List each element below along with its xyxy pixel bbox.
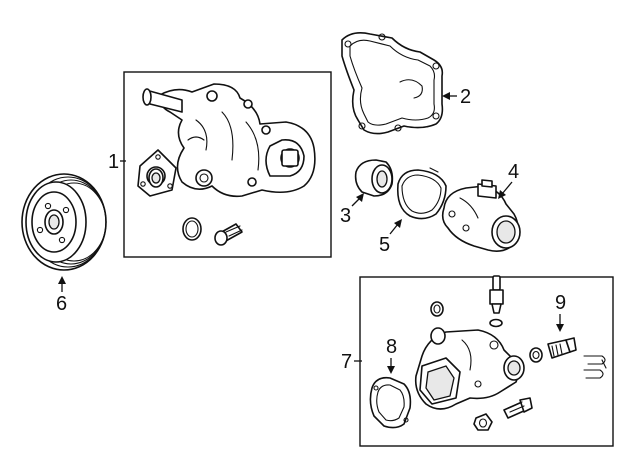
group-box-water-pump bbox=[123, 71, 332, 258]
callout-4: 4 bbox=[508, 161, 519, 183]
pump-o-ring bbox=[182, 217, 202, 241]
pulley bbox=[21, 173, 107, 271]
vent-valve bbox=[489, 275, 504, 328]
arrow-2 bbox=[442, 92, 450, 100]
pump-bolt bbox=[214, 223, 243, 246]
callout-1: 1 bbox=[108, 151, 119, 173]
water-pump-assembly bbox=[142, 83, 316, 198]
retaining-clip bbox=[583, 355, 607, 379]
arrow-9 bbox=[556, 324, 564, 332]
callout-3: 3 bbox=[340, 205, 351, 227]
bushing bbox=[354, 159, 394, 197]
callout-9: 9 bbox=[555, 292, 566, 314]
sensor-washer bbox=[529, 347, 543, 363]
outlet-nut bbox=[473, 413, 493, 431]
leader-5 bbox=[389, 223, 399, 235]
outlet-o-ring-small bbox=[430, 301, 444, 317]
thermostat bbox=[441, 179, 521, 252]
arrow-4 bbox=[498, 190, 506, 199]
water-outlet-assembly bbox=[414, 327, 525, 410]
arrow-5 bbox=[394, 219, 402, 228]
callout-5: 5 bbox=[379, 234, 390, 256]
callout-7: 7 bbox=[341, 351, 352, 373]
pump-cover-flange bbox=[137, 149, 177, 197]
temperature-sensor bbox=[547, 337, 577, 359]
leader-3 bbox=[351, 197, 361, 207]
callout-8: 8 bbox=[386, 336, 397, 358]
outlet-gasket bbox=[369, 376, 412, 429]
thermostat-seal bbox=[396, 167, 447, 220]
arrow-8 bbox=[387, 366, 395, 374]
leader-4 bbox=[501, 181, 513, 195]
callout-6: 6 bbox=[56, 293, 67, 315]
arrow-6 bbox=[58, 276, 66, 284]
arrow-3 bbox=[356, 193, 364, 202]
pump-gasket bbox=[341, 32, 444, 135]
callout-2: 2 bbox=[460, 86, 471, 108]
outlet-bolt bbox=[503, 397, 533, 419]
